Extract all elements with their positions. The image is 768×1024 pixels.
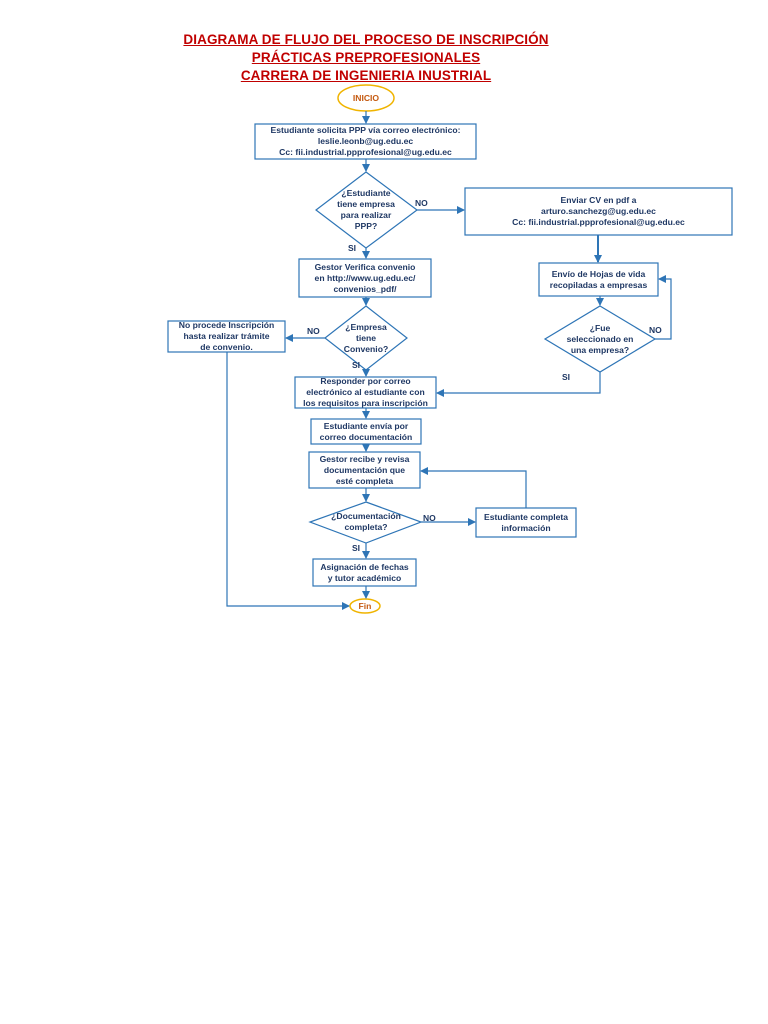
- tiene-empresa-decision: ¿Estudiante tiene empresa para realizar …: [337, 188, 395, 231]
- estudiante-completa-box: Estudiante completa información: [483, 511, 569, 533]
- estudiante-completa-box-shape: [475, 507, 577, 538]
- responder-box-shape: [294, 376, 437, 409]
- fin-terminal: Fin: [358, 600, 372, 611]
- estudiante-envia-box-shape: [310, 418, 422, 445]
- connector-fue-seleccionado-si: [436, 372, 601, 397]
- envio-hojas-box: Envío de Hojas de vida recopiladas a emp…: [549, 268, 648, 290]
- doc-completa-decision: ¿Documentación completa?: [331, 511, 401, 532]
- enviar-cv-box-shape: [464, 187, 733, 236]
- fue-seleccionado-decision: ¿Fue seleccionado en una empresa?: [566, 322, 634, 355]
- branch-label-no: NO: [423, 513, 436, 523]
- branch-label-si: SI: [352, 543, 361, 553]
- asignacion-box: Asignación de fechas y tutor académico: [320, 561, 409, 583]
- branch-label-si: SI: [348, 243, 357, 253]
- no-procede-box: No procede Inscripción hasta realizar tr…: [178, 320, 275, 352]
- responder-box: Responder por correo electrónico al estu…: [303, 376, 428, 408]
- no-procede-box-shape: [167, 320, 286, 353]
- enviar-cv-box: Enviar CV en pdf a arturo.sanchezg@ug.ed…: [512, 195, 685, 227]
- diagram-title-line2: PRÁCTICAS PREPROFESIONALES: [251, 50, 481, 65]
- diagram-title-line3: CARRERA DE INGENIERIA INUSTRIAL: [240, 68, 492, 83]
- inicio-terminal: INICIO: [352, 92, 380, 103]
- connector-estudiante-completa-loop: [420, 467, 527, 508]
- gestor-recibe-box-shape: [308, 451, 421, 489]
- branch-label-no: NO: [649, 325, 662, 335]
- connector-no-procede-fin: [226, 352, 350, 610]
- empresa-convenio-decision: ¿Empresa tiene Convenio?: [343, 321, 389, 354]
- connector-fue-seleccionado-no-loop: [655, 275, 672, 340]
- branch-label-no: NO: [415, 198, 428, 208]
- estudiante-envia-box: Estudiante envía por correo documentació…: [319, 420, 413, 442]
- gestor-recibe-box: Gestor recibe y revisa documentación que…: [319, 453, 410, 486]
- branch-label-si: SI: [352, 360, 361, 370]
- envio-hojas-box-shape: [538, 262, 659, 297]
- branch-label-si: SI: [562, 372, 571, 382]
- solicita-box-shape: [254, 123, 477, 160]
- gestor-verifica-box-shape: [298, 258, 432, 298]
- branch-label-no: NO: [307, 326, 320, 336]
- fin-terminal-shape: [349, 598, 381, 614]
- diagram-title-line1: DIAGRAMA DE FLUJO DEL PROCESO DE INSCRIP…: [183, 32, 549, 47]
- gestor-verifica-box: Gestor Verifica convenio en http://www.u…: [314, 261, 416, 294]
- solicita-ppp-box: Estudiante solicita PPP vía correo elect…: [270, 125, 461, 157]
- asignacion-box-shape: [312, 558, 417, 587]
